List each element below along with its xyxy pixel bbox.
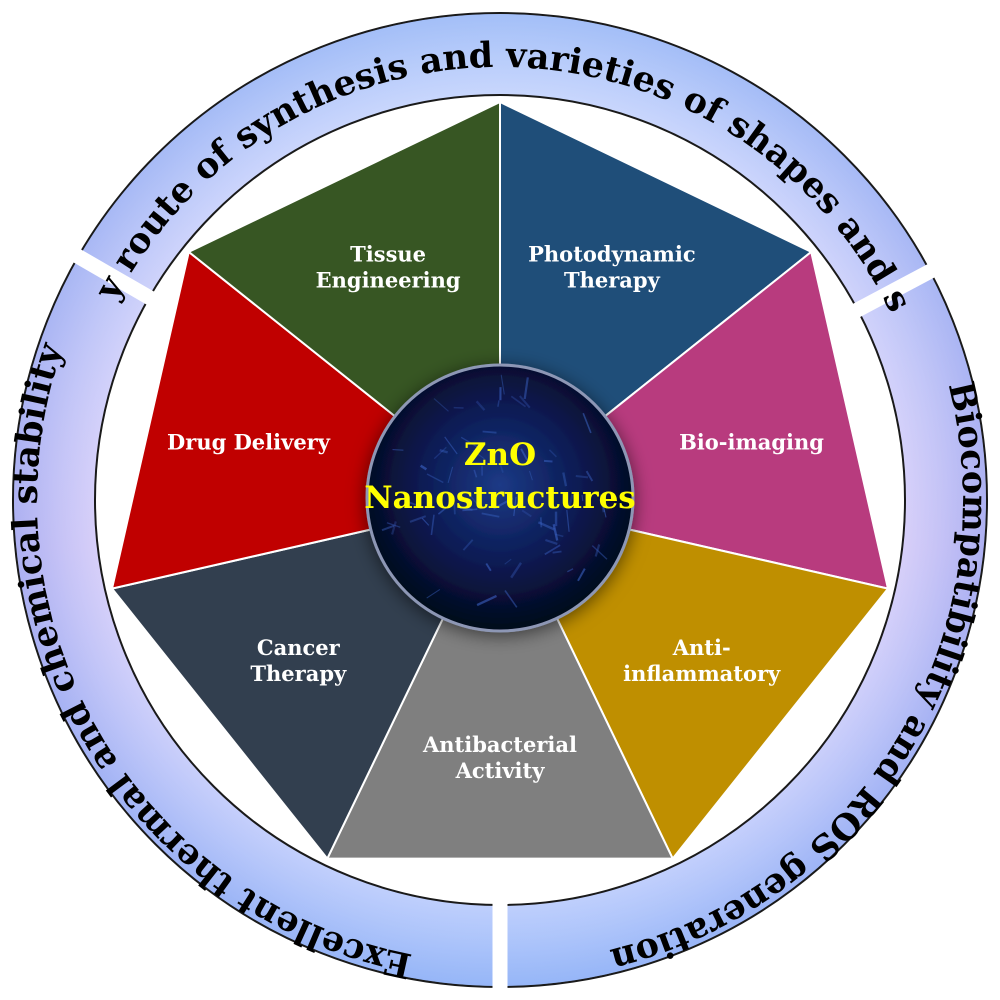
ring-dividers bbox=[70, 247, 938, 992]
core-fibre bbox=[476, 594, 497, 607]
core-fibre bbox=[562, 472, 568, 487]
core-fibre bbox=[459, 506, 473, 511]
core-fibre bbox=[426, 588, 441, 599]
core-fibre bbox=[582, 412, 592, 434]
core: ZnO Nanostructures bbox=[364, 363, 636, 633]
core-fibre bbox=[566, 509, 570, 532]
core-fibre bbox=[391, 521, 397, 535]
core-fibre bbox=[601, 500, 607, 518]
core-fibre bbox=[552, 523, 559, 541]
core-fibre bbox=[462, 539, 474, 551]
core-fibre bbox=[591, 545, 608, 560]
segment-label-bio-imaging: Bio-imaging bbox=[679, 430, 824, 455]
segment-label-tissue-engineering: Tissue bbox=[350, 242, 426, 267]
core-fibre bbox=[567, 494, 574, 508]
core-sphere bbox=[365, 363, 635, 633]
core-fibre bbox=[510, 395, 527, 408]
core-fibre bbox=[473, 469, 478, 478]
core-fibre bbox=[433, 446, 447, 460]
core-fibre bbox=[552, 550, 562, 554]
core-fibre bbox=[430, 514, 435, 536]
core-fibre bbox=[498, 462, 504, 473]
core-fibre bbox=[433, 398, 449, 412]
core-fibre bbox=[406, 500, 417, 506]
segment-label-photodynamic-therapy: Therapy bbox=[564, 268, 661, 293]
segment-label-antibacterial-activity: Antibacterial bbox=[422, 732, 577, 757]
core-fibre bbox=[594, 544, 601, 557]
core-fibre bbox=[460, 436, 481, 449]
core-fibre bbox=[545, 538, 558, 545]
core-fibre bbox=[548, 449, 557, 458]
core-fibre bbox=[504, 558, 512, 565]
core-fibre bbox=[513, 496, 517, 517]
core-fibre bbox=[566, 568, 574, 573]
core-fibre bbox=[575, 475, 589, 479]
core-fibre bbox=[475, 400, 486, 411]
core-fibre bbox=[409, 515, 427, 523]
core-fibre bbox=[537, 521, 555, 531]
core-fibre bbox=[510, 562, 523, 579]
segment-label-cancer-therapy: Therapy bbox=[250, 661, 347, 686]
core-fibre bbox=[439, 449, 449, 454]
core-fibre bbox=[386, 522, 401, 528]
core-title-line2: Nanostructures bbox=[364, 480, 636, 516]
core-fibre bbox=[447, 466, 454, 484]
segment-label-cancer-therapy: Cancer bbox=[257, 635, 341, 660]
core-fibre bbox=[529, 470, 533, 481]
core-fibre bbox=[585, 470, 594, 482]
core-fibre bbox=[493, 497, 514, 510]
segment-label-drug-delivery: Drug Delivery bbox=[167, 430, 331, 455]
core-fibre bbox=[472, 449, 485, 460]
core-fibre bbox=[419, 464, 428, 471]
core-fibre bbox=[497, 400, 500, 407]
segment-label-photodynamic-therapy: Photodynamic bbox=[528, 242, 696, 267]
core-fibre bbox=[519, 395, 531, 409]
core-fibre bbox=[543, 459, 553, 463]
core-fibre bbox=[444, 436, 458, 455]
core-fibre bbox=[521, 509, 532, 518]
segment-label-anti-inflammatory: Anti- bbox=[672, 635, 731, 660]
core-fibre bbox=[482, 430, 497, 434]
core-fibre bbox=[500, 374, 505, 395]
core-fibre bbox=[462, 508, 478, 512]
segment-label-tissue-engineering: Engineering bbox=[316, 268, 461, 293]
core-fibre bbox=[392, 449, 404, 451]
core-fibre bbox=[437, 507, 447, 515]
core-fibre bbox=[481, 512, 500, 518]
core-fibre bbox=[426, 473, 444, 484]
core-texture bbox=[381, 374, 608, 608]
core-fibre bbox=[520, 448, 528, 461]
core-fibre bbox=[523, 377, 529, 400]
core-fibre bbox=[381, 524, 395, 532]
core-fibre bbox=[485, 562, 492, 572]
core-fibre bbox=[504, 590, 518, 608]
core-fibre bbox=[544, 544, 561, 556]
core-fibre bbox=[539, 517, 543, 528]
core-fibre bbox=[581, 495, 584, 502]
core-fibre bbox=[453, 503, 456, 515]
core-title-line1: ZnO bbox=[464, 437, 536, 473]
core-fibre bbox=[555, 533, 564, 538]
ring-divider bbox=[70, 247, 157, 306]
segment-label-antibacterial-activity: Activity bbox=[455, 758, 546, 783]
core-fibre bbox=[577, 568, 586, 582]
ring-divider bbox=[850, 262, 938, 319]
core-fibre bbox=[468, 493, 479, 505]
core-fibre bbox=[421, 517, 430, 526]
segment-label-anti-inflammatory: inflammatory bbox=[623, 661, 781, 686]
